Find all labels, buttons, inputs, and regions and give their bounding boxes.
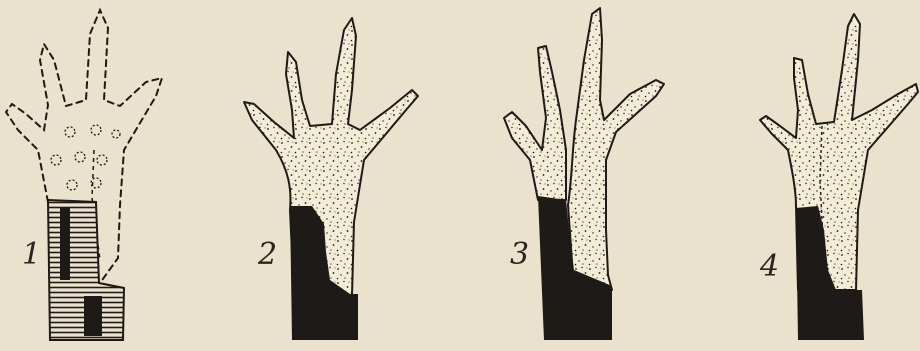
limb-1-cell-marks xyxy=(51,125,120,190)
figure-label-3: 3 xyxy=(510,240,529,270)
limb-1-bone-bar-bottom xyxy=(84,296,102,336)
limb-figure-3 xyxy=(504,8,664,340)
limb-figure-4 xyxy=(760,14,918,340)
limb-figure-2 xyxy=(244,18,418,340)
limb-figure-1 xyxy=(6,10,162,340)
limb-3-right-outline xyxy=(568,8,664,290)
limb-1-bone-bar-top xyxy=(60,208,70,280)
figure-label-2: 2 xyxy=(258,240,277,270)
limb-4-outline xyxy=(760,14,918,290)
figure-label-1: 1 xyxy=(22,240,41,270)
limb-3-left-outline xyxy=(504,46,566,200)
figure-label-4: 4 xyxy=(760,252,779,282)
